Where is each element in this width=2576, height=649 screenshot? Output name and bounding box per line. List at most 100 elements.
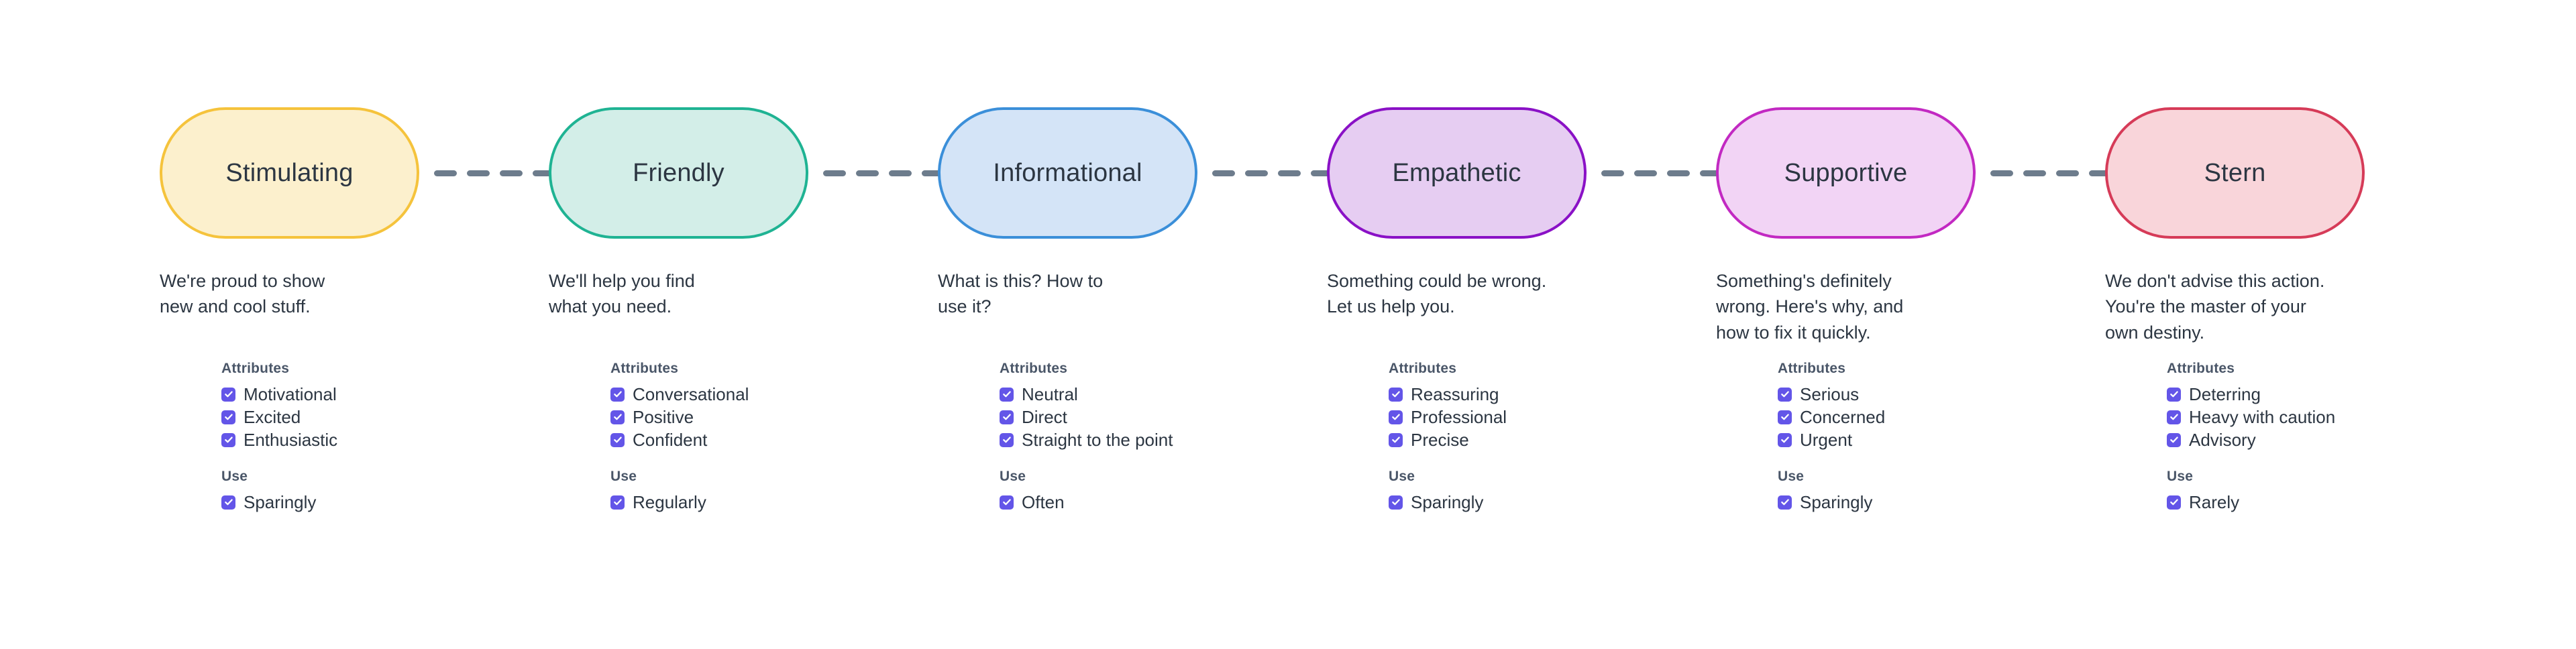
use-checkbox-row[interactable]: Regularly <box>610 491 919 514</box>
attributes-heading: Attributes <box>1778 361 1846 376</box>
checkbox-checked-icon[interactable] <box>2167 387 2181 402</box>
attribute-checkbox-row[interactable]: Conversational <box>610 383 919 406</box>
connector-dash <box>1601 170 1624 176</box>
use-checkbox-row[interactable]: Rarely <box>2167 491 2475 514</box>
checkbox-checked-icon[interactable] <box>1000 432 1014 447</box>
tone-pill[interactable]: Supportive <box>1716 107 1976 239</box>
attribute-checkbox-row[interactable]: Concerned <box>1778 406 2086 428</box>
attribute-label: Excited <box>244 407 301 427</box>
checkbox-checked-icon[interactable] <box>2167 495 2181 510</box>
checkbox-checked-icon[interactable] <box>1000 387 1014 402</box>
connector-dash <box>1667 170 1690 176</box>
attribute-checkbox-row[interactable]: Heavy with caution <box>2167 406 2475 428</box>
checkbox-checked-icon[interactable] <box>1389 387 1403 402</box>
attribute-checkbox-row[interactable]: Serious <box>1778 383 2086 406</box>
connector-dash <box>1700 170 1723 176</box>
use-checkbox-row[interactable]: Sparingly <box>1778 491 2086 514</box>
connector-dash <box>2023 170 2046 176</box>
use-label: Regularly <box>633 492 706 512</box>
attribute-label: Deterring <box>2189 384 2261 404</box>
connector-dash <box>467 170 490 176</box>
checkbox-checked-icon[interactable] <box>2167 410 2181 424</box>
attribute-checkbox-row[interactable]: Urgent <box>1778 428 2086 451</box>
connector-dash <box>1212 170 1235 176</box>
checkbox-checked-icon[interactable] <box>1389 495 1403 510</box>
checkbox-checked-icon[interactable] <box>1778 410 1792 424</box>
attribute-checkbox-row[interactable]: Advisory <box>2167 428 2475 451</box>
use-heading: Use <box>1389 469 1415 484</box>
use-heading: Use <box>2167 469 2194 484</box>
checkbox-checked-icon[interactable] <box>1778 432 1792 447</box>
tone-description: Something's definitely wrong. Here's why… <box>1716 271 1904 343</box>
connector-dash <box>500 170 523 176</box>
attribute-checkbox-row[interactable]: Confident <box>610 428 919 451</box>
attribute-label: Enthusiastic <box>244 430 338 450</box>
attribute-checkbox-row[interactable]: Deterring <box>2167 383 2475 406</box>
use-checkbox-row[interactable]: Sparingly <box>1389 491 1697 514</box>
attribute-checkbox-row[interactable]: Direct <box>1000 406 1308 428</box>
attribute-label: Urgent <box>1800 430 1853 450</box>
connector-dash <box>2089 170 2112 176</box>
attribute-checkbox-row[interactable]: Reassuring <box>1389 383 1697 406</box>
checkbox-checked-icon[interactable] <box>221 432 235 447</box>
checkbox-checked-icon[interactable] <box>221 495 235 510</box>
connector-dash <box>1245 170 1268 176</box>
attribute-label: Straight to the point <box>1022 430 1173 450</box>
use-heading: Use <box>1778 469 1805 484</box>
checkbox-checked-icon[interactable] <box>2167 432 2181 447</box>
tone-pill[interactable]: Friendly <box>549 107 808 239</box>
connector-dash <box>533 170 555 176</box>
tone-pill[interactable]: Stimulating <box>160 107 419 239</box>
checkbox-checked-icon[interactable] <box>1778 387 1792 402</box>
attribute-label: Motivational <box>244 384 337 404</box>
tone-pill-label: Friendly <box>633 159 724 187</box>
checkbox-checked-icon[interactable] <box>610 387 625 402</box>
checkbox-checked-icon[interactable] <box>610 495 625 510</box>
checkbox-checked-icon[interactable] <box>1389 410 1403 424</box>
dashed-connector <box>1212 168 1334 178</box>
attribute-checkbox-row[interactable]: Positive <box>610 406 919 428</box>
attribute-checkbox-row[interactable]: Motivational <box>221 383 530 406</box>
tone-pill-label: Empathetic <box>1392 159 1521 187</box>
tone-pill[interactable]: Informational <box>938 107 1197 239</box>
checkbox-checked-icon[interactable] <box>221 387 235 402</box>
dashed-connector <box>1601 168 1723 178</box>
attribute-checkbox-row[interactable]: Neutral <box>1000 383 1308 406</box>
tone-pill-label: Stern <box>2204 159 2266 187</box>
checkbox-checked-icon[interactable] <box>1778 495 1792 510</box>
use-checkbox-row[interactable]: Often <box>1000 491 1308 514</box>
checkbox-checked-icon[interactable] <box>1000 495 1014 510</box>
tone-pill[interactable]: Stern <box>2105 107 2365 239</box>
attribute-checkbox-row[interactable]: Straight to the point <box>1000 428 1308 451</box>
attribute-checkbox-row[interactable]: Precise <box>1389 428 1697 451</box>
checkbox-checked-icon[interactable] <box>610 432 625 447</box>
connector-dash <box>889 170 912 176</box>
use-heading: Use <box>221 469 248 484</box>
tone-description: We don't advise this action. You're the … <box>2105 271 2325 343</box>
tone-description: We're proud to show new and cool stuff. <box>160 271 325 317</box>
use-checkbox-row[interactable]: Sparingly <box>221 491 530 514</box>
connector-dash <box>434 170 457 176</box>
use-label: Rarely <box>2189 492 2240 512</box>
attribute-checkbox-row[interactable]: Excited <box>221 406 530 428</box>
tone-pill[interactable]: Empathetic <box>1327 107 1587 239</box>
checkbox-checked-icon[interactable] <box>610 410 625 424</box>
checkbox-checked-icon[interactable] <box>1000 410 1014 424</box>
connector-dash <box>1311 170 1334 176</box>
attribute-checkbox-row[interactable]: Enthusiastic <box>221 428 530 451</box>
checkbox-checked-icon[interactable] <box>1389 432 1403 447</box>
attribute-label: Advisory <box>2189 430 2256 450</box>
attribute-label: Positive <box>633 407 694 427</box>
use-heading: Use <box>1000 469 1026 484</box>
connector-dash <box>1634 170 1657 176</box>
use-label: Often <box>1022 492 1065 512</box>
checkbox-checked-icon[interactable] <box>221 410 235 424</box>
attribute-checkbox-row[interactable]: Professional <box>1389 406 1697 428</box>
attribute-label: Heavy with caution <box>2189 407 2336 427</box>
